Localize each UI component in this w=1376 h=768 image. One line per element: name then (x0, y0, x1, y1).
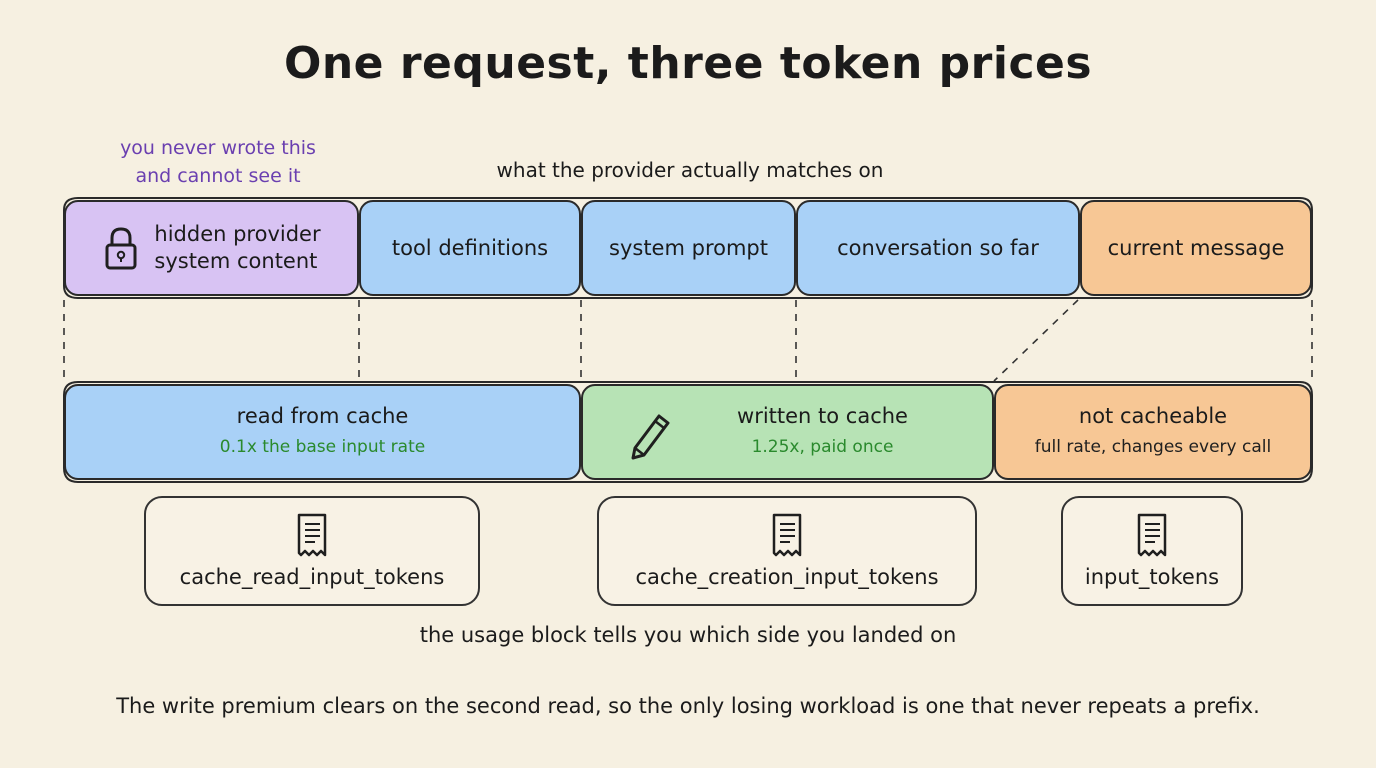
segment-label: current message (1107, 235, 1285, 260)
segment-conversation-so-far: conversation so far (796, 200, 1080, 296)
footer-note: The write premium clears on the second r… (116, 694, 1260, 718)
lock-icon (102, 224, 140, 272)
segment-system-prompt: system prompt (581, 200, 796, 296)
segment-label-line-2: system content (154, 249, 318, 273)
dashed-connector-diagonal (993, 299, 1079, 382)
band-rate: 1.25x, paid once (751, 437, 894, 457)
receipt-icon (1133, 512, 1171, 558)
diagram-title: One request, three token prices (283, 38, 1093, 89)
segment-hidden-provider-content: hidden provider system content (64, 200, 359, 296)
matches-label: what the provider actually matches on (496, 158, 884, 182)
segment-label-line-1: hidden provider (154, 222, 321, 246)
band-not-cacheable: not cacheable full rate, changes every c… (994, 384, 1312, 480)
segment-label: system prompt (609, 235, 768, 260)
band-rate: full rate, changes every call (1034, 437, 1272, 457)
segment-label: tool definitions (391, 235, 549, 260)
band-label: written to cache (737, 404, 908, 428)
segment-label: conversation so far (837, 235, 1039, 260)
band-written-to-cache: written to cache 1.25x, paid once (581, 384, 994, 480)
segment-tool-definitions: tool definitions (359, 200, 581, 296)
annotation-line-1: you never wrote this (120, 137, 316, 159)
usage-field-cache-read: cache_read_input_tokens (144, 496, 480, 606)
usage-field-input: input_tokens (1061, 496, 1243, 606)
receipt-icon (768, 512, 806, 558)
usage-caption: the usage block tells you which side you… (419, 623, 957, 647)
usage-field-label: cache_read_input_tokens (179, 565, 445, 589)
band-label: not cacheable (1078, 404, 1228, 428)
hidden-provider-label: hidden provider system content (154, 221, 320, 275)
usage-field-cache-creation: cache_creation_input_tokens (597, 496, 977, 606)
receipt-icon (293, 512, 331, 558)
annotation-line-2: and cannot see it (135, 165, 301, 187)
usage-field-label: input_tokens (1084, 565, 1220, 589)
pencil-icon (625, 406, 675, 460)
segment-current-message: current message (1080, 200, 1312, 296)
usage-field-label: cache_creation_input_tokens (635, 565, 939, 589)
band-read-from-cache: read from cache 0.1x the base input rate (64, 384, 581, 480)
band-label: read from cache (236, 404, 409, 428)
hidden-content-annotation: you never wrote this and cannot see it (78, 134, 358, 190)
band-rate: 0.1x the base input rate (219, 437, 426, 457)
